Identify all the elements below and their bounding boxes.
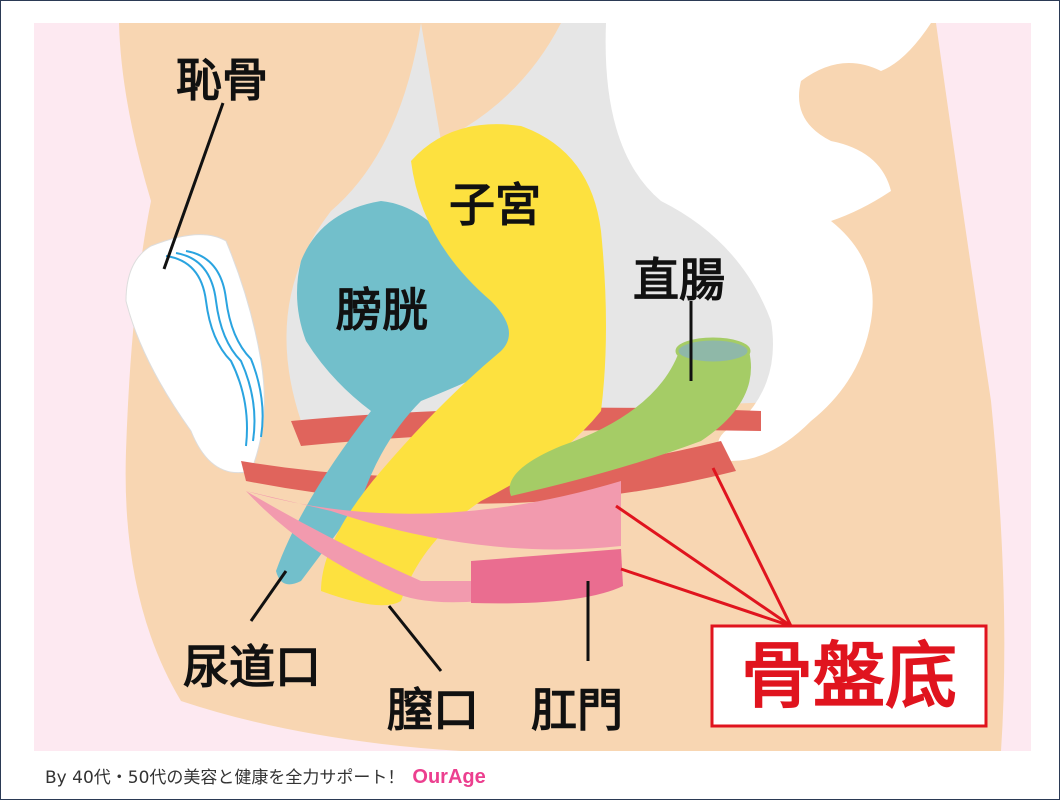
leader-lines — [162, 102, 693, 672]
skin-fold — [421, 23, 561, 141]
vaginal-opening-label: 膣口 — [387, 683, 479, 737]
uterus — [321, 124, 606, 606]
caption-text: By 40代・50代の美容と健康を全力サポート！ — [45, 768, 405, 788]
urethral-opening-label: 尿道口 — [183, 640, 321, 694]
brand-logo[interactable]: OurAge — [412, 766, 486, 788]
pelvic-floor-label: 骨盤底 — [741, 634, 957, 718]
bladder-label: 膀胱 — [336, 283, 428, 337]
transverse-perineal-muscle — [246, 481, 621, 550]
pubic-symphysis-lines — [165, 250, 264, 447]
anal-sphincter — [471, 549, 623, 604]
uterus-label: 子宮 — [449, 178, 541, 232]
pelvic-floor-pointer-lines — [615, 467, 793, 628]
pelvic-floor-label-box — [710, 624, 988, 728]
anus-label: 肛門 — [531, 683, 623, 737]
bulbocavernosus-muscle — [246, 491, 481, 603]
sacrum-bone — [605, 23, 931, 461]
caption: By 40代・50代の美容と健康を全力サポート！ OurAge — [45, 763, 486, 789]
rectum-opening — [675, 337, 751, 365]
rectum-label: 直腸 — [633, 253, 725, 307]
pubic-bone-label: 恥骨 — [176, 53, 268, 107]
bladder — [276, 201, 513, 585]
